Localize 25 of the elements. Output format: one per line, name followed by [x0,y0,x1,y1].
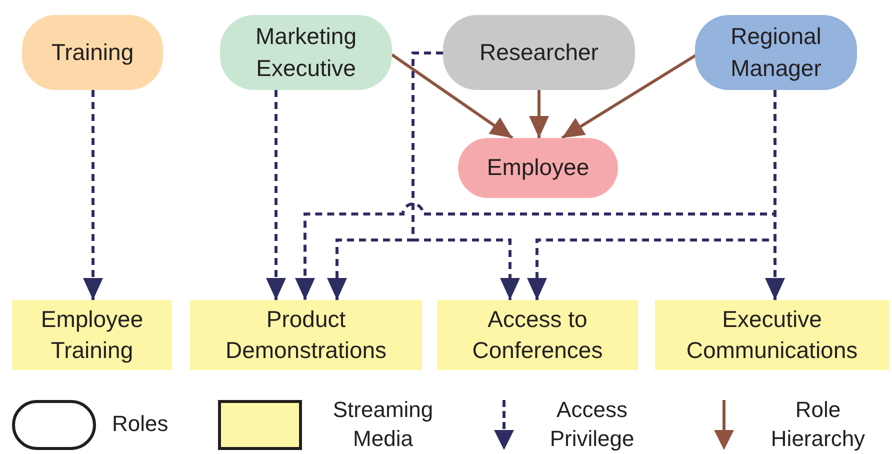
media-box [12,300,172,370]
node-label: Training [51,38,134,67]
arrow [391,54,514,140]
node-label: Executive Communications [685,304,859,365]
legend-label: Streaming Media [332,396,434,453]
legend-label: Roles [112,410,170,438]
media-box [437,300,638,370]
arrow [529,90,549,138]
dashed-arrow [83,90,103,300]
node-label: Employee Training [40,304,144,365]
dashed-arrow [412,52,520,300]
node-label: Regional Manager [730,22,822,83]
role-node [443,15,635,90]
node-label: Employee [486,153,590,182]
media-box [655,300,889,370]
node-label: Access to Conferences [471,304,604,365]
node-label: Researcher [480,38,598,67]
dashed-arrow [266,90,286,300]
arrow [561,53,698,140]
media-box [190,300,422,370]
dashed-arrow [765,90,785,300]
legend-label: Role Hierarchy [770,396,866,453]
node-label: Marketing Executive [254,22,358,82]
node-label: Product Demonstrations [224,304,388,365]
legend-label: Access Privilege [548,396,636,453]
